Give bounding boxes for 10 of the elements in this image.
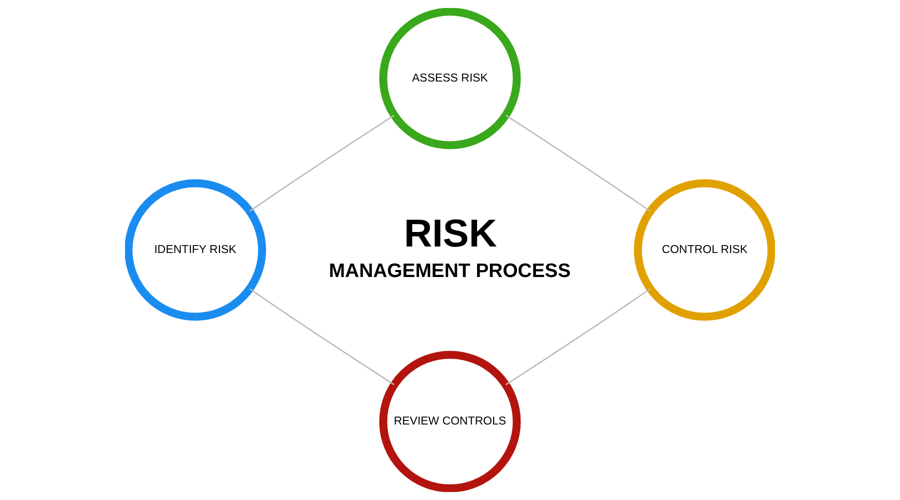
label: MANAGEMENT PROCESS	[328, 260, 571, 282]
connector	[505, 288, 651, 386]
connector	[249, 288, 395, 386]
connector	[505, 114, 651, 212]
node-circle: ASSESS RISK	[379, 8, 521, 150]
node-circle: IDENTIFY RISK	[125, 179, 266, 321]
label: RISK	[404, 212, 497, 256]
connector	[249, 114, 395, 212]
node-circle: CONTROL RISK	[634, 179, 775, 321]
node-circle: REVIEW CONTROLS	[379, 350, 521, 492]
